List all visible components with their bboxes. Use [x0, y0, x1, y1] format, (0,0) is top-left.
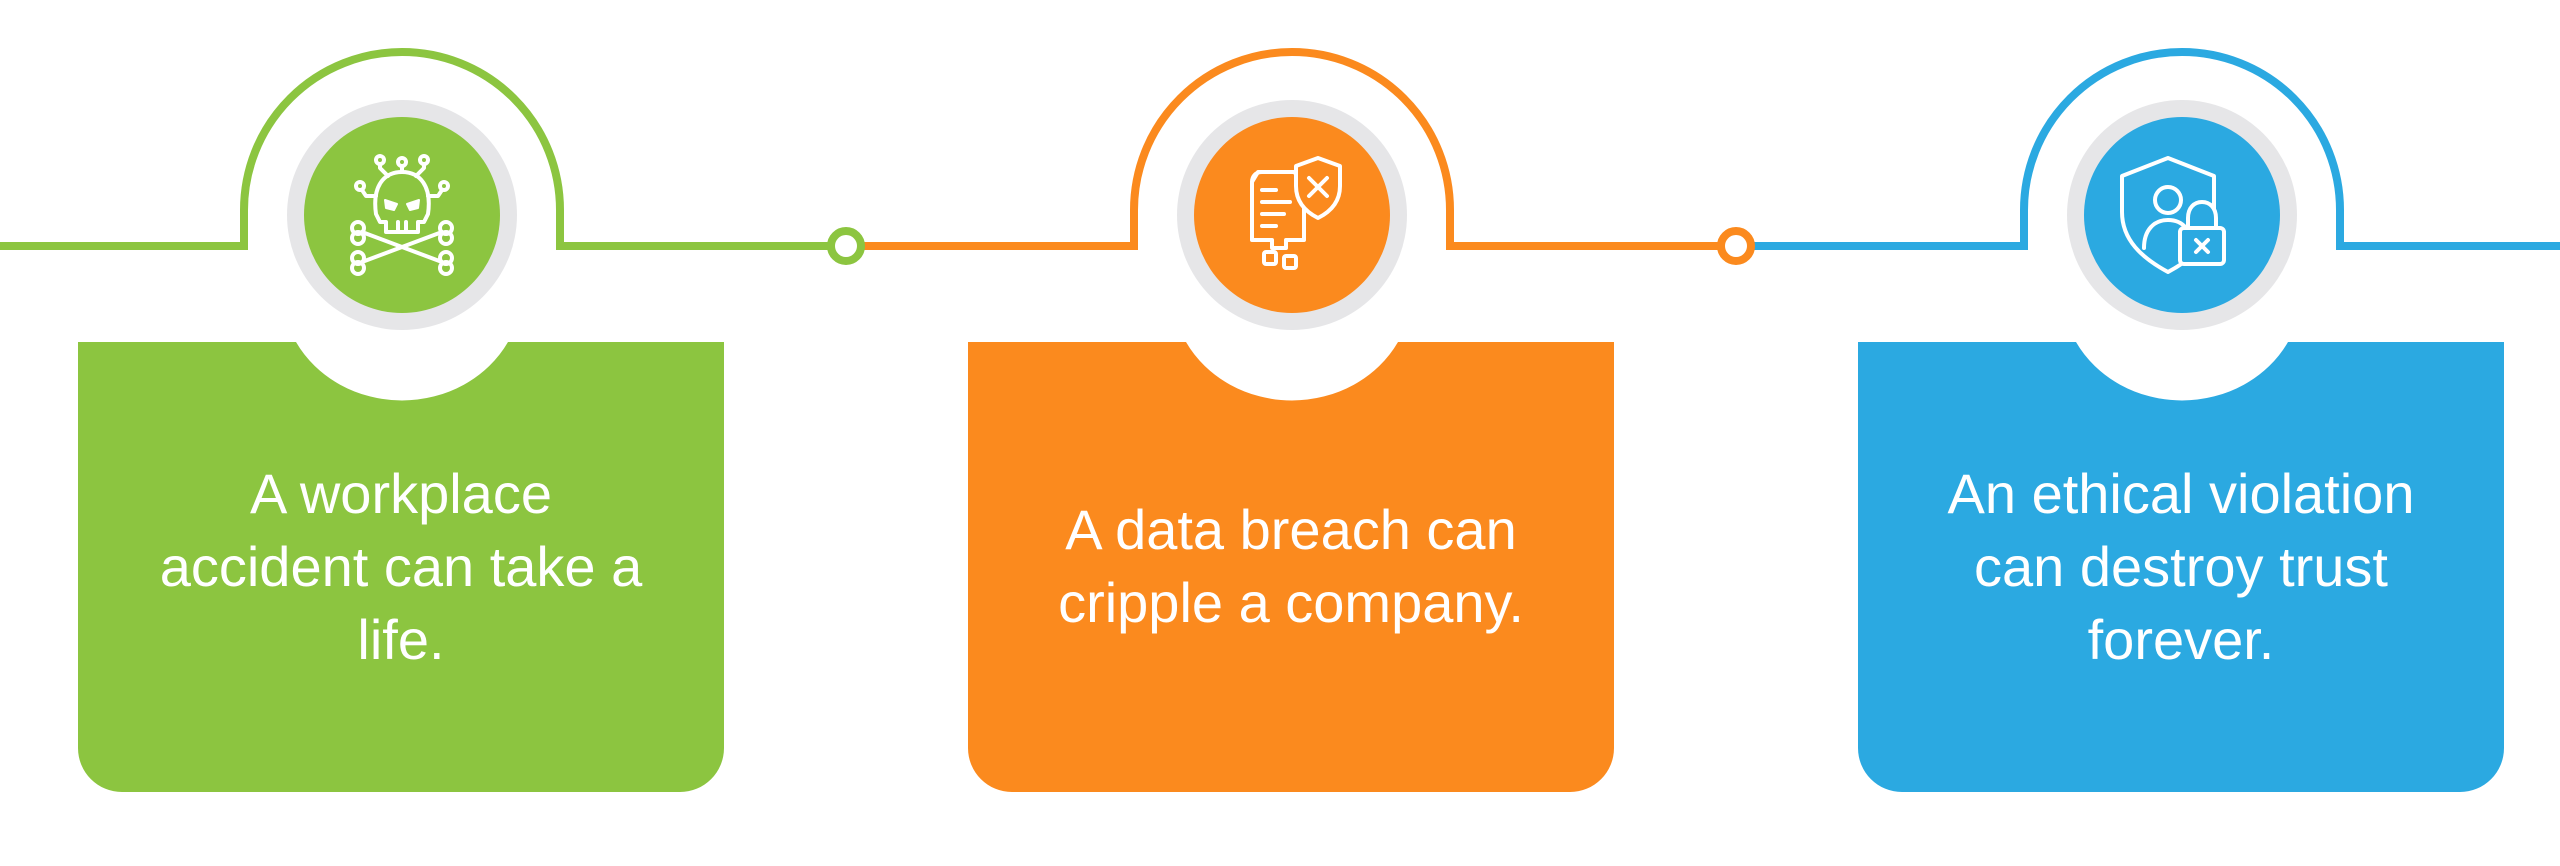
card-blue-body [1858, 342, 2504, 792]
badge-blue [2067, 100, 2297, 330]
card-orange-text: A data breach can cripple a company. [1011, 416, 1571, 716]
shield-user-lock-icon [2120, 156, 2226, 274]
card-green-text: A workplace accident can take a life. [121, 416, 681, 716]
step-2-text: A data breach can cripple a company. [1058, 498, 1524, 634]
card-green [78, 342, 724, 792]
connector-orange [856, 48, 1726, 250]
step-3-text: An ethical violation can destroy trust f… [1947, 461, 2415, 671]
document-shield-x-icon [1250, 156, 1342, 270]
junction-dot-green [827, 227, 865, 265]
card-orange [968, 342, 1614, 792]
timeline-connectors [0, 48, 2560, 250]
junction-dot-orange [1717, 227, 1755, 265]
badge-orange-disc [1194, 117, 1390, 313]
skull-crossbones-icon [350, 154, 454, 276]
badge-orange [1177, 100, 1407, 330]
connector-green [0, 48, 836, 250]
step-1-text: A workplace accident can take a life. [159, 461, 643, 671]
badge-blue-disc [2084, 117, 2280, 313]
card-green-body [78, 342, 724, 792]
connector-blue [1746, 48, 2560, 250]
card-blue-text: An ethical violation can destroy trust f… [1901, 416, 2461, 716]
card-orange-body [968, 342, 1614, 792]
card-blue [1858, 342, 2504, 792]
